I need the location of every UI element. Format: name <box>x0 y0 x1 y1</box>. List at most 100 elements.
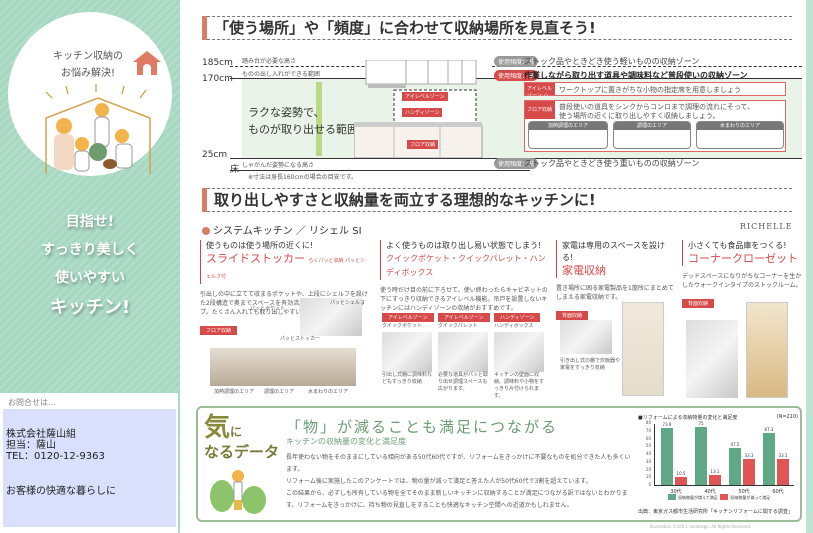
tip-tag: フロア収納 <box>525 101 555 119</box>
ease-line2: ものが取り出せる範囲 <box>248 123 358 136</box>
bar-value: 67.3 <box>764 426 774 432</box>
y-tick: 60 <box>645 435 651 441</box>
callout: パッとポケット <box>250 306 286 312</box>
section-heading-storage-place: 「使う場所」や「頻度」に合わせて収納場所を見直そう! <box>202 16 792 40</box>
area-label: 加熱調理のエリア <box>529 122 607 130</box>
appliance-cabinet-photo <box>622 302 664 396</box>
feature-tag: フロア収納 <box>200 326 238 335</box>
contact-tagline: お客様の快適な暮らしに <box>6 486 116 497</box>
main-content: 「使う場所」や「頻度」に合わせて収納場所を見直そう! 185cm 踏み台が必要な… <box>180 0 806 533</box>
handy-zone-tag: ハンディゾーン <box>402 108 443 117</box>
height-25: 25cm <box>202 150 228 160</box>
drawer-row-photo <box>210 348 356 386</box>
item-caption: 必要な道具がパッと取り出せ調理スペースも広がります。 <box>438 372 489 392</box>
tip-text: ワークトップに置きがちな小物の指定席を用意しましょう <box>559 86 741 94</box>
hero-title-line1: キッチン収納の <box>53 51 123 62</box>
feature-title-note: らくパッと収納 パッとシェルフ付 <box>206 258 366 280</box>
slogan: 目指せ! すっきり美しく 使いやすい キッチン! <box>0 208 180 324</box>
phone-number[interactable]: TEL：0120-12-9363 <box>6 451 105 462</box>
contact-panel: お問合せは... 株式会社薩山組 担当：薩山 TEL：0120-12-9363 … <box>0 393 178 533</box>
item-name: クイックパレット <box>438 323 478 329</box>
item-tag: アイレベルゾーン <box>438 313 490 322</box>
bullet-icon <box>202 227 210 235</box>
floor-label: 床 <box>230 165 240 175</box>
pantry-photo <box>746 302 788 398</box>
height-170-note: ものの出し入れができる範囲 <box>242 71 320 78</box>
x-label: 60代 <box>772 489 784 495</box>
area-label: 水まわりのエリア <box>697 122 783 130</box>
item-handy-box: ハンディゾーン ハンディボックス キッチンの壁面に収納、調味料や小物をすっきり片… <box>494 304 546 400</box>
y-tick: 10 <box>645 474 651 480</box>
data-badge: 気に なるデータ <box>204 415 279 462</box>
feature-lead: 小さくても食品庫をつくる! <box>682 240 802 252</box>
slogan-line: すっきり美しく <box>41 242 139 258</box>
data-paragraph: リフォーム後に実施したこのアンケートでは、物の量が減って満足と答えた人が50代6… <box>286 478 592 485</box>
data-body: 長年使わない物をそのままにしている傾向がある50代60代ですが、リフォームをきっ… <box>286 452 631 512</box>
tip-floor: フロア収納 普段使いの道具をシンクからコンロまで調理の流れにそって、 使う場所の… <box>524 100 786 152</box>
callout: パッとストッカー <box>280 336 321 342</box>
y-tick: 40 <box>645 451 651 456</box>
y-tick: 0 <box>648 482 651 487</box>
hero-circle: キッチン収納の お悩み解決! <box>8 12 172 176</box>
floor-storage-tag: フロア収納 <box>407 140 439 149</box>
data-paragraph: 長年使わない物をそのままにしている傾向がある50代60代ですが、リフォームをきっ… <box>286 454 631 473</box>
feature-tag: 背面収納 <box>682 299 715 308</box>
feature-tag: 背面収納 <box>556 311 589 320</box>
area-caption: 加熱調理のエリア <box>214 389 255 395</box>
slogan-line: キッチン! <box>49 297 131 318</box>
bar <box>729 448 741 485</box>
bar-value: 33.3 <box>744 453 754 459</box>
y-tick: 50 <box>645 443 651 449</box>
item-name: ハンディボックス <box>494 323 534 329</box>
legend-swatch-green <box>668 494 676 500</box>
tree-person-illustration <box>210 470 266 514</box>
feature-quick-pocket: よく使うものは取り出し易い状態でしまう! クイックポケット・クイックパレット・ハ… <box>380 240 550 400</box>
item-name: クイックポケット <box>382 323 423 329</box>
item-quick-pocket: アイレベルゾーン クイックポケット 引出し式棚に調味料などもすっきり収納 <box>382 304 434 386</box>
item-photo <box>382 332 432 372</box>
bar <box>661 427 673 485</box>
bar-value: 33.1 <box>778 453 788 459</box>
chart-source: 出典：東京ガス都市生活研究所「キッチンリフォームに関する調査」 <box>638 509 793 515</box>
line-185 <box>230 66 400 67</box>
area-caption: 水まわりのエリア <box>308 389 349 395</box>
feature-title-text: スライドストッカー <box>206 252 305 265</box>
feature-appliance-storage: 家電は専用のスペースを設ける! 家電収納 置き場所に困る家電製品を1箇所にまとめ… <box>556 240 676 400</box>
floor-line <box>230 170 530 171</box>
area-caption: 調理のエリア <box>264 389 295 395</box>
tip-line: 使う場所の近くに取り出しやすく収納しましょう。 <box>559 112 720 120</box>
bar-value: 47.5 <box>730 442 740 448</box>
reach-arrow <box>316 82 322 156</box>
section-title: 「使う場所」や「頻度」に合わせて収納場所を見直そう! <box>214 19 596 37</box>
bar <box>743 459 755 485</box>
drawer-photo <box>300 298 362 336</box>
height-185: 185cm <box>202 58 233 68</box>
item-photo <box>494 332 544 372</box>
copyright: Illustration ©100.1 landesign. All Right… <box>650 524 752 529</box>
area-label: 調理のエリア <box>614 122 690 130</box>
item-caption: キッチンの壁面に収納、調味料や小物をすっきり片付けられます。 <box>494 372 545 399</box>
x-label: 30代 <box>670 489 682 495</box>
zone-diagram: 185cm 踏み台が必要な高さ 170cm ものの出し入れができる範囲 ラクな姿… <box>202 52 802 182</box>
feature-lead: 使うものは使う場所の近くに! <box>200 240 370 252</box>
item-tag: ハンディゾーン <box>494 313 541 322</box>
item-photo <box>438 332 488 372</box>
closet-person-photo <box>686 320 738 398</box>
brand-logo: RICHELLE <box>740 222 793 231</box>
data-paragraph: この結果から、必ずしも所有している物を全てそのまま新しいキッチンに収納することが… <box>286 490 628 509</box>
section-heading-ideal-kitchen: 取り出しやすさと収納量を両立する理想的なキッチンに! <box>202 188 792 212</box>
bar <box>695 426 707 485</box>
feature-desc: デッドスペースになりがちなコーナーを生かしたウォークインタイプのストックルーム。 <box>682 273 802 289</box>
height-25-note: しゃがんだ姿勢になる高さ <box>242 162 315 169</box>
callout: パッとシェルフ <box>330 300 366 306</box>
slogan-line: 使いやすい <box>55 270 125 286</box>
feature-desc: 置き場所に困る家電製品を1箇所にまとめてしまえる家電収納です。 <box>556 285 674 301</box>
area-card-heating: 加熱調理のエリア <box>528 121 608 149</box>
data-subheading: キッチンの収納量の変化と満足度 <box>286 437 406 446</box>
low-frequency-pill: 使用頻度：低 <box>494 158 539 169</box>
bar-group: 67.3 33.1 60代 <box>761 424 795 495</box>
sidebar: キッチン収納の お悩み解決! 目指せ! すっきり美しく 使いやすい キッチン! <box>0 0 180 533</box>
